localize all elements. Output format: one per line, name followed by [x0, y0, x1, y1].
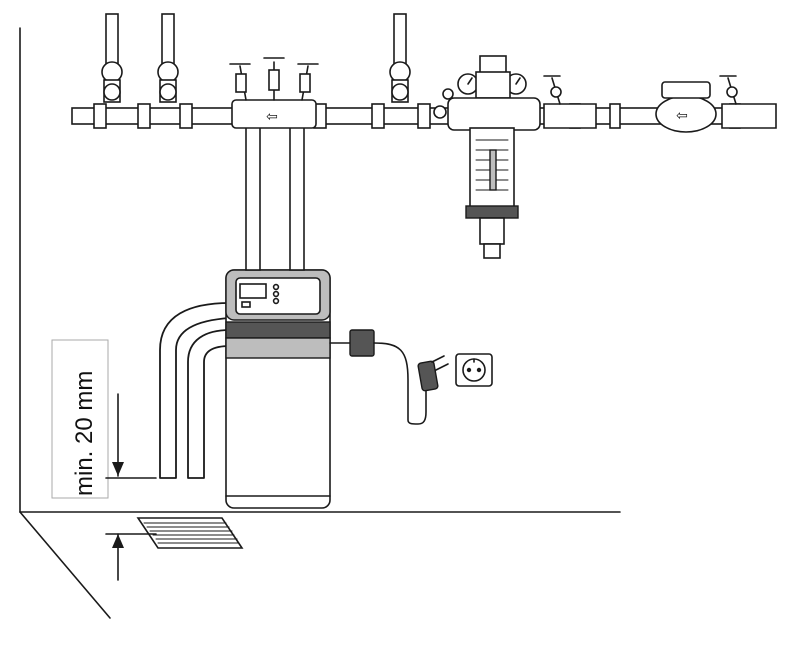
bypass-handle-left — [229, 63, 251, 101]
inline-valve-2 — [719, 75, 777, 129]
bypass-handle-center — [263, 57, 285, 101]
drain-hoses — [159, 302, 231, 479]
flow-arrow-1: ⇦ — [266, 109, 278, 125]
bypass-handle-right — [297, 63, 319, 101]
valve-mid — [389, 61, 411, 103]
floor-perspective-line — [19, 511, 111, 619]
softener-button — [272, 290, 280, 298]
dimension-label-box — [51, 339, 109, 499]
flow-arrow-2: ⇦ — [676, 108, 688, 124]
power-plug — [417, 355, 449, 392]
floor-drain — [136, 517, 244, 549]
filter-pressure-reducer — [433, 55, 541, 259]
softener-band — [225, 321, 331, 339]
power-socket — [455, 353, 493, 387]
room — [19, 27, 621, 619]
valve-left-2 — [157, 61, 179, 103]
water-softener — [225, 269, 331, 509]
supply-risers — [105, 13, 407, 73]
dimension-marker: min. 20 mm — [51, 339, 157, 581]
dimension-label: min. 20 mm — [71, 371, 98, 496]
bypass-valve: ⇦ — [229, 57, 319, 129]
inline-valve-1 — [543, 75, 597, 129]
riser-valves — [101, 61, 411, 103]
softener-button — [272, 283, 280, 291]
water-meter: ⇦ — [655, 81, 717, 133]
arrow-down-icon — [112, 462, 124, 476]
transformer-box — [349, 329, 375, 357]
valve-left-1 — [101, 61, 123, 103]
power-supply — [329, 329, 493, 425]
softener-button — [272, 297, 280, 305]
riser-pipes — [245, 123, 305, 271]
softener-display — [239, 283, 267, 299]
